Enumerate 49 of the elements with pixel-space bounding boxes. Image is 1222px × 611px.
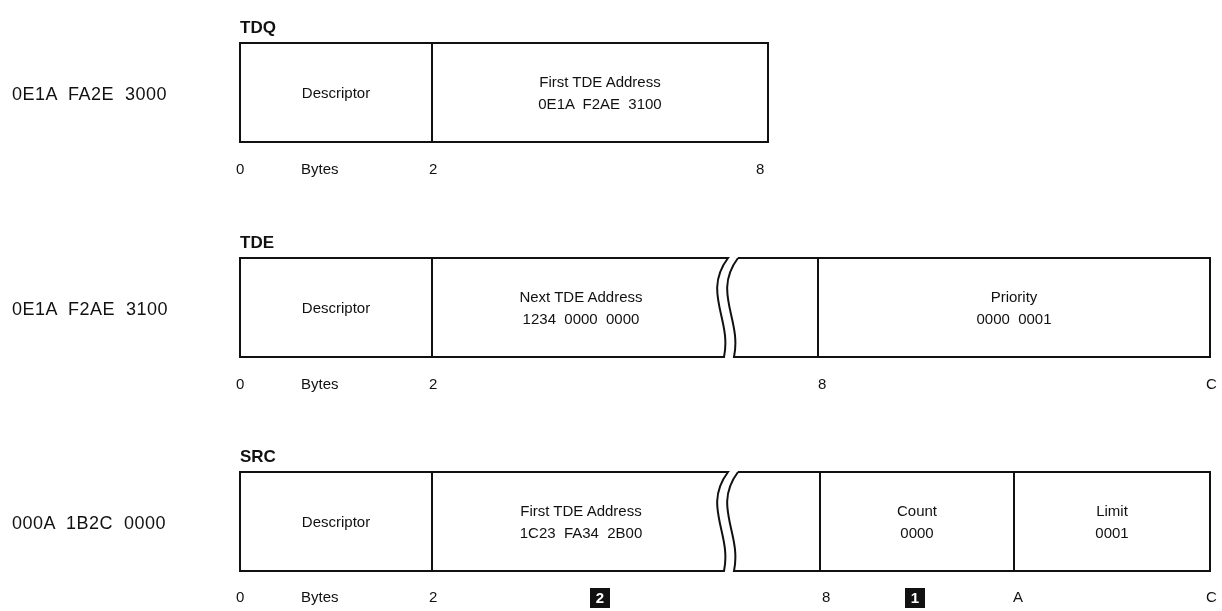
field-cell (432, 43, 768, 142)
field-value: 0E1A F2AE 3100 (538, 93, 662, 114)
field-cell (240, 43, 432, 142)
field-value: 0000 0001 (976, 308, 1052, 329)
field-name: First TDE Address (539, 71, 661, 92)
field-value: 0000 (900, 522, 934, 543)
byte-offset: 0 (236, 588, 245, 605)
field-value: 1234 0000 0000 (522, 308, 640, 329)
field-cell (240, 472, 432, 571)
byte-offset: 8 (822, 588, 831, 605)
unit-label: Bytes (301, 375, 339, 392)
field-name: Priority (990, 286, 1038, 307)
byte-offset: 2 (429, 160, 438, 177)
field-cell (1014, 472, 1210, 571)
byte-offset: C (1206, 375, 1217, 392)
byte-offset: 8 (756, 160, 765, 177)
field-cell (432, 472, 730, 571)
unit-label: Bytes (301, 160, 339, 177)
callout-number: 2 (590, 588, 610, 608)
field-value: 0001 (1095, 522, 1129, 543)
field-name: Descriptor (301, 511, 371, 532)
field-cell (820, 472, 1014, 571)
field-name: Descriptor (301, 297, 371, 318)
memory-address: 0E1A F2AE 3100 (12, 299, 169, 320)
field-cell (432, 258, 730, 357)
memory-address: 000A 1B2C 0000 (12, 513, 167, 534)
field-name: First TDE Address (520, 500, 642, 521)
unit-label: Bytes (301, 588, 339, 605)
byte-offset: A (1013, 588, 1023, 605)
field-name: Next TDE Address (519, 286, 643, 307)
record-title: TDE (240, 233, 274, 253)
byte-offset: 8 (818, 375, 827, 392)
byte-offset: 2 (429, 588, 438, 605)
empty-field-cell (724, 472, 820, 571)
empty-field-cell (724, 258, 818, 357)
field-cell (240, 258, 432, 357)
field-cell (818, 258, 1210, 357)
field-name: Descriptor (301, 82, 371, 103)
record-title: TDQ (240, 18, 276, 38)
field-name: Limit (1096, 500, 1128, 521)
byte-offset: 0 (236, 375, 245, 392)
field-name: Count (897, 500, 937, 521)
memory-address: 0E1A FA2E 3000 (12, 84, 168, 105)
field-value: 1C23 FA34 2B00 (519, 522, 643, 543)
byte-offset: 0 (236, 160, 245, 177)
byte-offset: 2 (429, 375, 438, 392)
callout-number: 1 (905, 588, 925, 608)
byte-offset: C (1206, 588, 1217, 605)
record-title: SRC (240, 447, 276, 467)
